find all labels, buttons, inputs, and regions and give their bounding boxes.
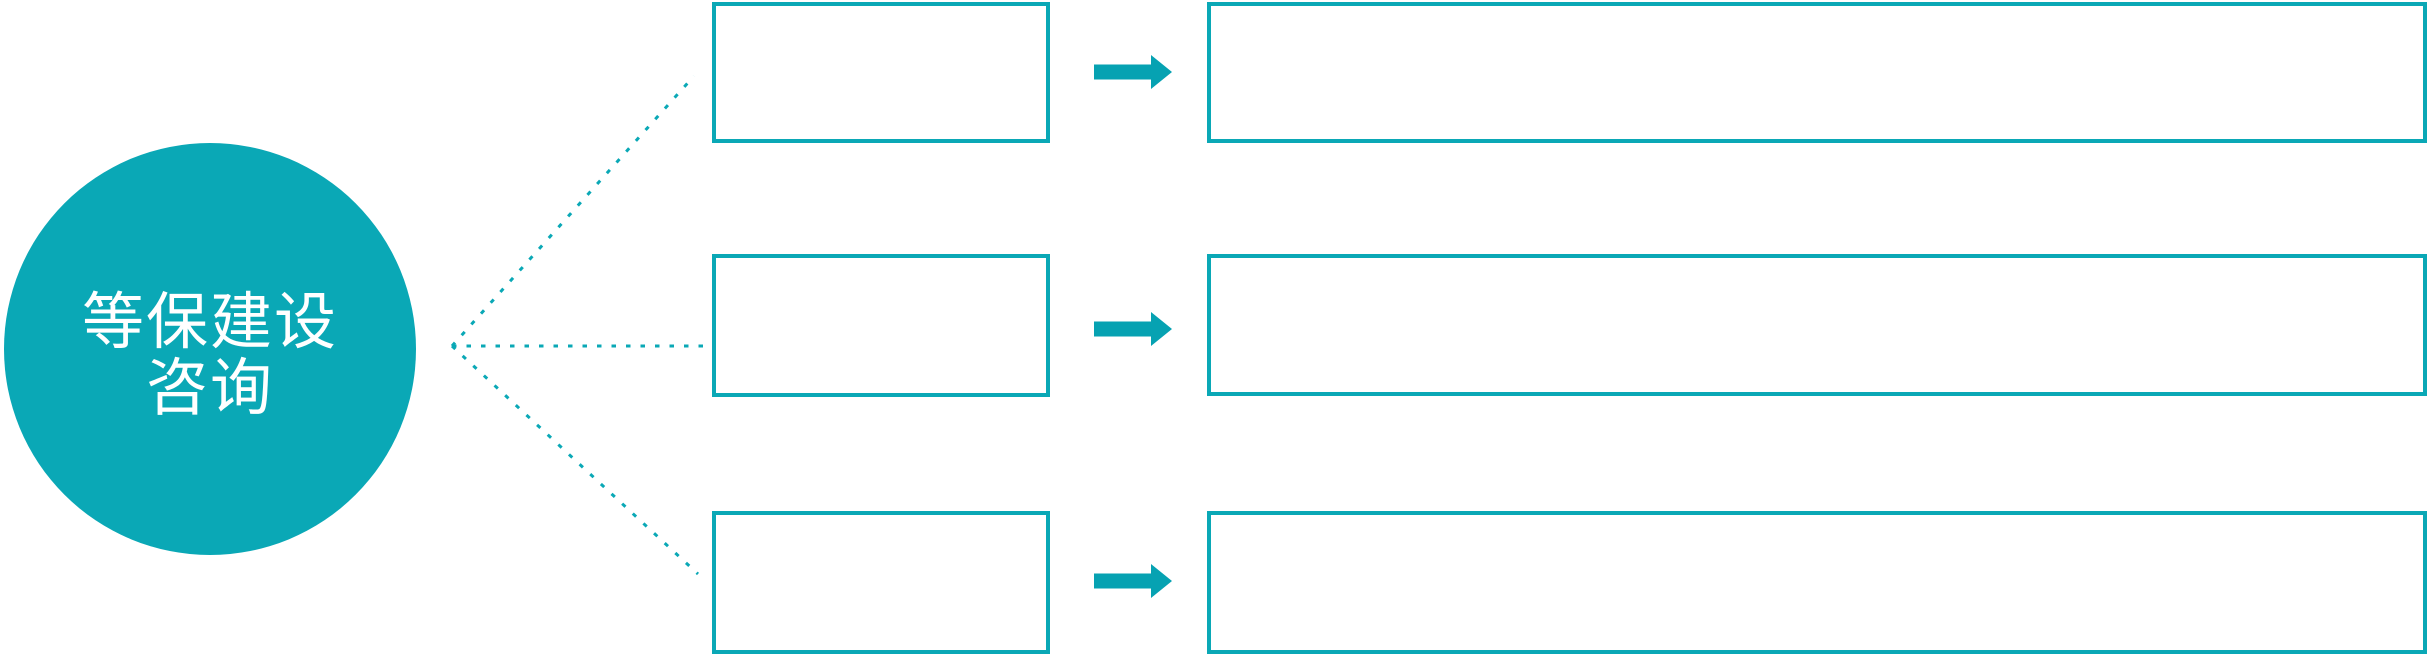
small-box-1-text [716, 6, 1046, 139]
large-box-2-text [1211, 258, 2423, 392]
root-label-line1: 等保建设 [81, 288, 338, 357]
small-box-2-text [716, 258, 1046, 393]
dotted-connector-top [450, 74, 696, 348]
small-box-3-text [716, 515, 1046, 650]
large-box-2 [1207, 254, 2427, 396]
root-node-circle: 等保建设 咨询 [4, 143, 416, 555]
arrow-right-icon-3 [1094, 564, 1172, 598]
small-box-1 [712, 2, 1050, 143]
large-box-1-text [1211, 6, 2423, 139]
arrow-right-icon-1 [1094, 55, 1172, 89]
small-box-2 [712, 254, 1050, 397]
root-node-label: 等保建设 咨询 [82, 276, 338, 422]
large-box-3-text [1211, 515, 2423, 650]
dotted-connector-bottom [450, 344, 700, 576]
large-box-3 [1207, 511, 2427, 654]
small-box-3 [712, 511, 1050, 654]
arrow-right-icon-2 [1094, 312, 1172, 346]
large-box-1 [1207, 2, 2427, 143]
root-label-line2: 咨询 [145, 354, 274, 423]
